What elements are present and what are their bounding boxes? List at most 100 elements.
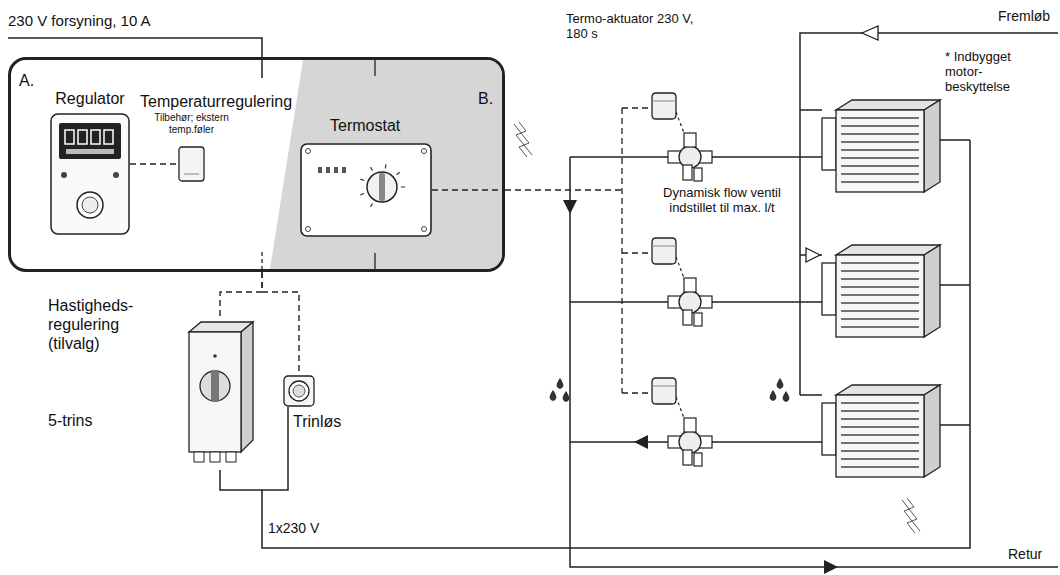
- box-front: [189, 332, 241, 452]
- knob: [77, 192, 103, 218]
- region-divider: [266, 60, 299, 269]
- annotation: Termo-aktuator 230 V, 180 s: [566, 12, 696, 42]
- wireless-symbol: [514, 122, 532, 157]
- region-a: RegulatorTilbehør; ekstern temp.følerA.: [11, 60, 270, 269]
- step-controller-drawing: [185, 320, 255, 470]
- motor-wire: [940, 140, 970, 425]
- annotation: Retur: [1008, 546, 1042, 562]
- unit-heater: [822, 100, 940, 192]
- display: [59, 123, 121, 159]
- regulator-device: Regulator: [50, 113, 130, 235]
- knob: [289, 381, 309, 401]
- display-digit: [104, 130, 113, 144]
- control-panel: RegulatorTilbehør; ekstern temp.følerA.T…: [8, 57, 505, 272]
- supply-pipe: [800, 33, 1058, 395]
- flow-valve: [668, 278, 712, 326]
- signal-stub: [261, 252, 262, 272]
- selector-knob: [200, 371, 230, 401]
- switch-plate: [284, 376, 314, 406]
- dial-tick: [385, 164, 387, 168]
- annotation: Hastigheds- regulering (tilvalg): [48, 296, 173, 354]
- node-label: Tilbehør; ekstern temp.føler: [144, 112, 239, 135]
- dial-tick: [360, 179, 364, 180]
- button: [61, 172, 67, 178]
- power-wire: [220, 140, 970, 548]
- flow-arrow: [634, 435, 648, 449]
- indicator: [213, 354, 217, 358]
- flow-arrow: [563, 200, 577, 214]
- flow-arrow: [806, 248, 820, 262]
- region-b: Termostat B.: [270, 60, 502, 269]
- region-fill: [270, 60, 502, 269]
- water-drop: [550, 390, 557, 401]
- display-digit: [91, 130, 100, 144]
- water-drop: [563, 391, 570, 402]
- box-side: [241, 322, 253, 452]
- thermo-actuator: [652, 238, 676, 264]
- device-body: [51, 114, 129, 234]
- screw: [422, 149, 427, 154]
- node-label: Regulator: [55, 90, 124, 108]
- water-drop: [783, 391, 790, 402]
- thermostat-body: [301, 144, 431, 236]
- dial: [367, 172, 397, 202]
- wire-stub: [374, 253, 375, 269]
- annotation: Fremløb: [998, 8, 1050, 24]
- control-signal: [432, 189, 502, 190]
- thermo-actuator: [652, 93, 676, 119]
- dial-tick: [401, 186, 405, 187]
- knob-center: [293, 385, 305, 397]
- dial-grip: [379, 173, 385, 201]
- display-digit: [65, 130, 74, 144]
- scale-mark: [334, 167, 338, 173]
- flow-valve: [668, 133, 712, 181]
- dial-tick: [371, 203, 373, 206]
- display-digit: [78, 130, 87, 144]
- screw: [422, 227, 427, 232]
- sensor-body: [179, 147, 204, 181]
- supply-branch: [800, 110, 822, 395]
- control-signal: [505, 108, 652, 393]
- unit-heater: [822, 385, 940, 477]
- dial-tick: [397, 172, 400, 175]
- stepless-controller-drawing: [283, 375, 315, 407]
- step-controller: 5-trins: [185, 320, 255, 470]
- signal-connector: [262, 272, 299, 375]
- water-drop: [777, 378, 784, 389]
- scale-mark: [326, 167, 330, 173]
- regulator-device-drawing: [50, 113, 130, 235]
- node-label: Temperaturregulering: [140, 93, 292, 111]
- thermostat-device-drawing: [300, 143, 432, 237]
- signal-connector: [130, 163, 178, 164]
- node-label: Termostat: [330, 117, 400, 135]
- annotation: 230 V forsyning, 10 A: [8, 12, 151, 29]
- scale-mark: [318, 167, 322, 173]
- water-drop: [557, 378, 564, 389]
- node-label: B.: [478, 90, 493, 108]
- annotation: * Indbygget motor- beskyttelse: [945, 50, 1045, 95]
- dial-tick: [371, 167, 373, 170]
- thermo-actuator: [652, 378, 676, 404]
- stepless-controller: Trinløs: [283, 375, 315, 407]
- cable-gland: [226, 452, 236, 462]
- unit-heater: [822, 245, 940, 337]
- screw: [306, 227, 311, 232]
- annotation: 1x230 V: [268, 520, 319, 536]
- wire-stub: [374, 60, 375, 76]
- flow-valve: [668, 418, 712, 466]
- node-label: 5-trins: [48, 412, 92, 430]
- dial-tick: [360, 193, 364, 194]
- knob-center: [82, 197, 98, 213]
- node-label: A.: [19, 72, 34, 90]
- flow-arrow: [862, 26, 878, 40]
- scale-mark: [342, 167, 346, 173]
- knob-grip: [211, 370, 219, 402]
- water-drop: [770, 390, 777, 401]
- cable-gland: [210, 452, 220, 462]
- thermostat-device: Termostat: [300, 143, 432, 237]
- temperature-sensor-drawing: [178, 146, 205, 182]
- signal-connector: [220, 272, 262, 320]
- display-bar: [66, 149, 114, 154]
